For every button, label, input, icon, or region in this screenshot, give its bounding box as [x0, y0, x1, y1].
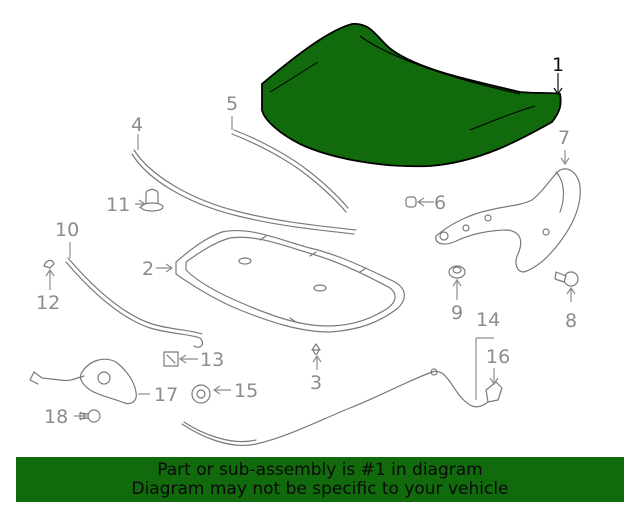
parts-diagram: 1 2 3 4 5 6 7 8 9 10 11 12 13 14 15 16 1… [29, 23, 581, 446]
callout-2: 2 [142, 258, 154, 280]
bolt-part-8[interactable] [554, 271, 579, 287]
callout-6: 6 [434, 192, 446, 214]
bumper-part-15[interactable] [191, 384, 211, 404]
bolt-part-18[interactable] [79, 409, 101, 423]
callout-11: 11 [106, 194, 130, 216]
callout-labels: 1 2 3 4 5 6 7 8 9 10 11 12 13 14 15 16 1… [36, 54, 577, 428]
callout-15: 15 [234, 380, 258, 402]
callout-16: 16 [486, 346, 510, 368]
callout-17: 17 [154, 384, 178, 406]
callout-18: 18 [44, 406, 68, 428]
clip-part-13[interactable] [163, 351, 179, 367]
release-cable-part-14[interactable] [181, 368, 489, 446]
seal-part-4[interactable] [131, 149, 357, 235]
callout-14: 14 [476, 309, 500, 331]
callout-10: 10 [55, 219, 79, 241]
callout-1: 1 [552, 54, 564, 76]
bumper-part-9[interactable] [448, 265, 466, 279]
callout-3: 3 [310, 372, 322, 394]
callout-4: 4 [131, 114, 143, 136]
clip-part-12[interactable] [43, 259, 55, 269]
callout-7: 7 [558, 127, 570, 149]
notice-line-2: Diagram may not be specific to your vehi… [131, 479, 509, 499]
grommet-part-11[interactable] [140, 188, 164, 212]
diagram-notice-banner: Part or sub-assembly is #1 in diagram Di… [16, 457, 624, 502]
callout-12: 12 [36, 292, 60, 314]
callout-8: 8 [565, 310, 577, 332]
hinge-part-7[interactable] [435, 168, 581, 273]
leader-lines [45, 73, 576, 421]
hood-part-1[interactable] [261, 23, 562, 168]
callout-5: 5 [226, 93, 238, 115]
notice-line-1: Part or sub-assembly is #1 in diagram [157, 460, 483, 480]
bumper-part-6[interactable] [405, 196, 417, 208]
callout-9: 9 [451, 302, 463, 324]
prop-rod-part-10[interactable] [65, 257, 204, 348]
insulator-part-2[interactable] [175, 229, 405, 333]
latch-part-17[interactable] [29, 358, 137, 405]
clip-part-3[interactable] [311, 343, 321, 355]
callout-13: 13 [200, 349, 224, 371]
seal-part-5[interactable] [231, 129, 349, 213]
